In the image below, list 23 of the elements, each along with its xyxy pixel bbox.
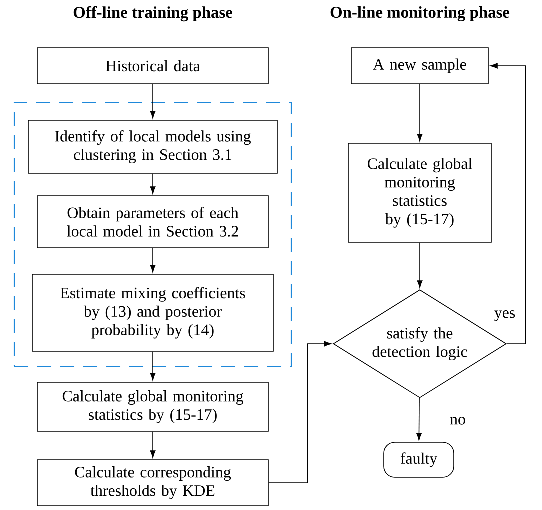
arrow [150,352,156,381]
arrow [268,341,332,484]
process-box: Estimate mixing coefficients by (13) and posterior probability by (14) [32,274,274,352]
arrow [417,84,423,142]
phase-heading: Off-line training phase [74,6,232,22]
arrow [150,174,156,194]
dashed-group-box [14,102,292,368]
process-box: Historical data [37,48,269,84]
arrow [150,248,156,273]
process-box: Identify of local models using clustering in Section 3.1 [28,120,278,174]
arrow [416,398,422,441]
process-box: Calculate corresponding thresholds by KDE [37,460,269,506]
phase-heading: On-line monitoring phase [330,6,510,22]
process-box: Calculate global monitoring statistics by (15-17) [37,382,269,432]
arrow [490,63,526,344]
process-box: Calculate global monitoring statistics by (15-17) [348,143,492,243]
terminal-box: faulty [384,442,454,478]
arrow [417,242,423,288]
arrow [150,84,156,119]
process-box: A new sample [351,48,489,84]
edge-label: no [450,417,466,425]
process-box: Obtain parameters of each local model in Section 3.2 [37,196,269,248]
arrow [150,432,156,458]
